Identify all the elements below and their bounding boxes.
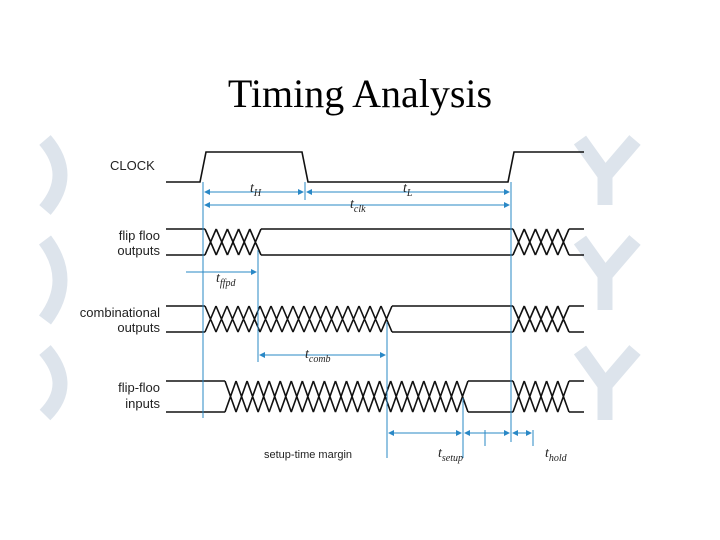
t-hold-label: thold (545, 446, 568, 464)
ff-inputs-label-1: flip-floo (118, 380, 160, 395)
reference-lines (202, 182, 534, 458)
comb-outputs-waveform (166, 305, 584, 333)
t-h-label: tH (250, 181, 262, 199)
t-l-label: tL (403, 181, 413, 199)
t-setup-label: tsetup (438, 446, 463, 464)
clock-waveform (166, 151, 584, 183)
t-comb-label: tcomb (305, 347, 331, 365)
ff-inputs-label-2: inputs (125, 396, 160, 411)
watermark (38, 135, 641, 421)
ff-outputs-waveform (166, 228, 584, 256)
ff-outputs-label-1: flip floo (119, 228, 160, 243)
ff-outputs-label-2: outputs (117, 243, 160, 258)
t-ffpd-label: tffpd (216, 271, 236, 289)
comb-outputs-label-2: outputs (117, 320, 160, 335)
setup-margin-label: setup-time margin (264, 449, 352, 461)
slide-title: Timing Analysis (227, 71, 493, 116)
comb-outputs-label-1: combinational (80, 305, 160, 320)
ff-out-wave-path (166, 228, 584, 256)
ff-inputs-waveform (166, 380, 584, 413)
t-clk-label: tclk (350, 197, 366, 215)
clock-label: CLOCK (110, 158, 155, 173)
comb-out-wave-path (166, 305, 584, 333)
ff-in-wave-path (166, 380, 584, 413)
